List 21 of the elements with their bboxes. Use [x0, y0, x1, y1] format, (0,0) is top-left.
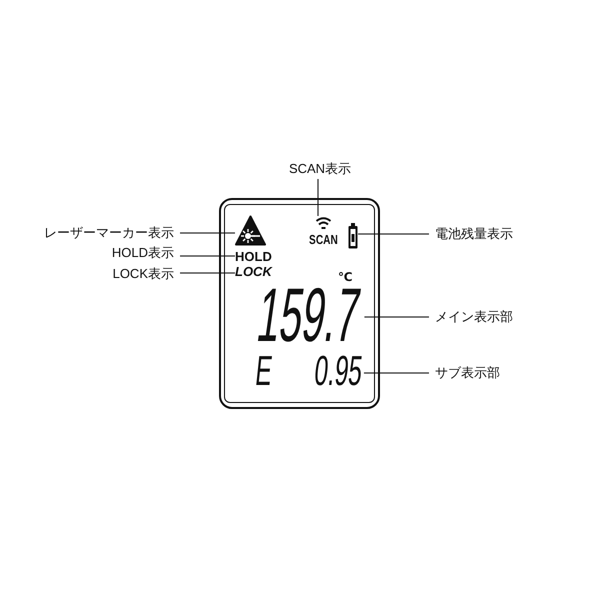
- laser-warning-icon: [235, 215, 266, 246]
- leader-line: [363, 372, 430, 374]
- callout-label: HOLD表示: [112, 245, 180, 261]
- leader-line: [180, 272, 236, 274]
- unit-symbol: ℃: [338, 271, 353, 284]
- leader-line: [364, 316, 430, 318]
- sub-reading: 0.95: [313, 354, 364, 388]
- lcd-screen: [219, 198, 380, 409]
- lcd-indicator-text: SCAN: [309, 234, 338, 246]
- callout-label: メイン表示部: [429, 309, 513, 325]
- callout-label: LOCK表示: [112, 266, 180, 282]
- callout-label: サブ表示部: [429, 365, 500, 381]
- battery-icon: [348, 223, 358, 249]
- leader-line: [180, 232, 236, 234]
- callout-label: 電池残量表示: [429, 226, 513, 242]
- callout-label: SCAN表示: [288, 161, 352, 179]
- mode-letter: E: [254, 354, 274, 388]
- lcd-indicator-text: HOLD: [235, 250, 272, 263]
- callout-label: レーザーマーカー表示: [44, 225, 180, 241]
- main-reading: 159.7: [254, 286, 364, 347]
- lcd-indicator-text: LOCK: [235, 265, 272, 278]
